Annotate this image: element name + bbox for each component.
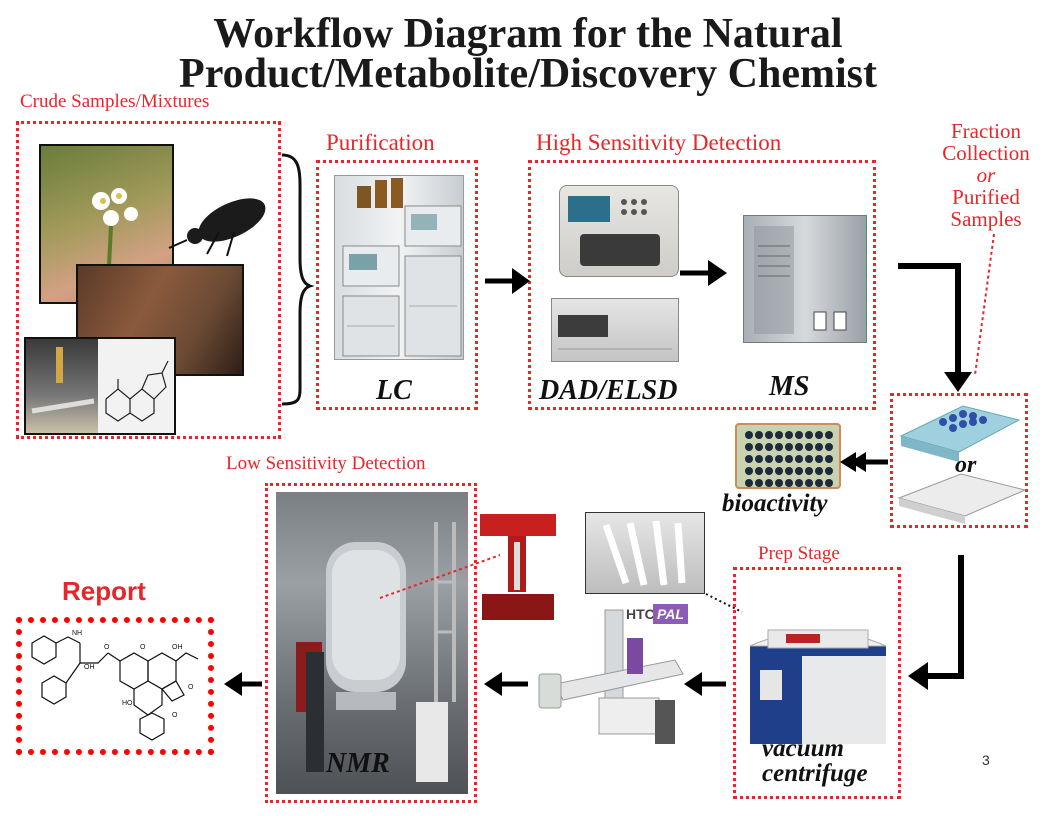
svg-text:HO: HO bbox=[122, 700, 133, 707]
bioactivity-wells-icon bbox=[745, 431, 833, 487]
centrifuge-label: centrifuge bbox=[762, 760, 868, 787]
prep-stage-box: vacuum centrifuge bbox=[733, 567, 901, 799]
nmr-magnet-icon bbox=[296, 522, 456, 782]
lc-stack-icon bbox=[342, 178, 462, 357]
robot-arm-icon bbox=[538, 609, 684, 744]
bioactivity-plate bbox=[735, 423, 841, 489]
svg-text:OH: OH bbox=[84, 664, 95, 671]
vacuum-centrifuge-instrument bbox=[742, 616, 892, 746]
htc-label: HTC bbox=[626, 606, 655, 622]
arrow-lc-to-dad bbox=[485, 268, 530, 294]
dad-instrument bbox=[559, 185, 679, 277]
fraction-line-2: Collection bbox=[942, 141, 1030, 165]
ms-instrument bbox=[743, 215, 867, 343]
nmr-probe-icon bbox=[480, 514, 556, 620]
purification-box: LC bbox=[316, 160, 478, 410]
beetle-icon bbox=[168, 198, 266, 257]
tubes-photo bbox=[585, 512, 705, 594]
arrow-robot-to-nmr bbox=[484, 672, 528, 696]
arrow-fraction-to-bioactivity bbox=[840, 452, 888, 472]
taxol-structure-icon: NH OH O O OH O HO O bbox=[31, 630, 199, 741]
syringe-icon bbox=[31, 347, 95, 414]
vacuum-label: vacuum bbox=[762, 735, 844, 762]
title-line-1: Workflow Diagram for the Natural bbox=[213, 11, 843, 57]
crude-samples-box bbox=[16, 121, 281, 439]
arrow-ms-to-fraction bbox=[898, 263, 972, 392]
page-number: 3 bbox=[982, 752, 990, 768]
high-sensitivity-label: High Sensitivity Detection bbox=[536, 130, 782, 155]
arrow-nmr-to-report bbox=[224, 672, 262, 696]
svg-text:O: O bbox=[188, 684, 194, 691]
nmr-probe-photo bbox=[478, 512, 558, 622]
svg-text:O: O bbox=[172, 712, 178, 719]
dad-panel-icon bbox=[568, 196, 660, 266]
low-sensitivity-box: NMR bbox=[265, 483, 477, 803]
low-sensitivity-label: Low Sensitivity Detection bbox=[226, 453, 426, 474]
svg-text:OH: OH bbox=[172, 644, 183, 651]
report-box: NH OH O O OH O HO O bbox=[16, 617, 214, 755]
arrow-fraction-to-prep bbox=[908, 555, 964, 690]
purification-label: Purification bbox=[326, 130, 435, 155]
htc-pal-robot bbox=[535, 604, 695, 754]
fraction-or: or bbox=[976, 163, 996, 187]
title-line-2: Product/Metabolite/Discovery Chemist bbox=[179, 51, 877, 97]
bioactivity-label: bioactivity bbox=[722, 490, 828, 517]
or-label: or bbox=[955, 452, 977, 478]
svg-text:O: O bbox=[140, 644, 146, 651]
dad-elsd-label: DAD/ELSD bbox=[539, 375, 678, 406]
prep-stage-label: Prep Stage bbox=[758, 543, 840, 564]
nmr-photo bbox=[276, 492, 468, 794]
fraction-line-1: Fraction bbox=[951, 119, 1021, 143]
syringe-photo bbox=[26, 339, 98, 433]
svg-text:NH: NH bbox=[72, 630, 82, 637]
fraction-collection-label: Fraction Collection or Purified Samples bbox=[916, 120, 1056, 230]
fraction-plates-box: or bbox=[890, 393, 1028, 528]
elsd-instrument bbox=[551, 298, 679, 362]
pal-logo: PAL bbox=[653, 604, 688, 624]
fraction-line-3: Purified bbox=[952, 185, 1020, 209]
arrow-dad-to-ms bbox=[680, 260, 727, 286]
tubes-icon bbox=[602, 520, 686, 586]
high-sensitivity-box: DAD/ELSD MS bbox=[528, 160, 876, 410]
fraction-dotted-pointer bbox=[974, 233, 995, 376]
crude-samples-label: Crude Samples/Mixtures bbox=[20, 91, 210, 112]
ms-panel-icon bbox=[754, 226, 847, 334]
report-label: Report bbox=[62, 576, 146, 606]
svg-text:O: O bbox=[104, 644, 110, 651]
compound-photo bbox=[24, 337, 176, 435]
elsd-panel-icon bbox=[558, 315, 672, 350]
centrifuge-icon bbox=[749, 629, 887, 744]
nmr-label: NMR bbox=[326, 748, 390, 779]
arrow-prep-to-robot bbox=[684, 672, 726, 696]
fraction-line-4: Samples bbox=[950, 207, 1022, 231]
well-plates-icon bbox=[897, 405, 1027, 524]
steroid-structure-icon bbox=[105, 360, 169, 422]
lc-label: LC bbox=[376, 375, 412, 406]
lc-instrument bbox=[334, 175, 464, 360]
ms-label: MS bbox=[769, 371, 810, 402]
